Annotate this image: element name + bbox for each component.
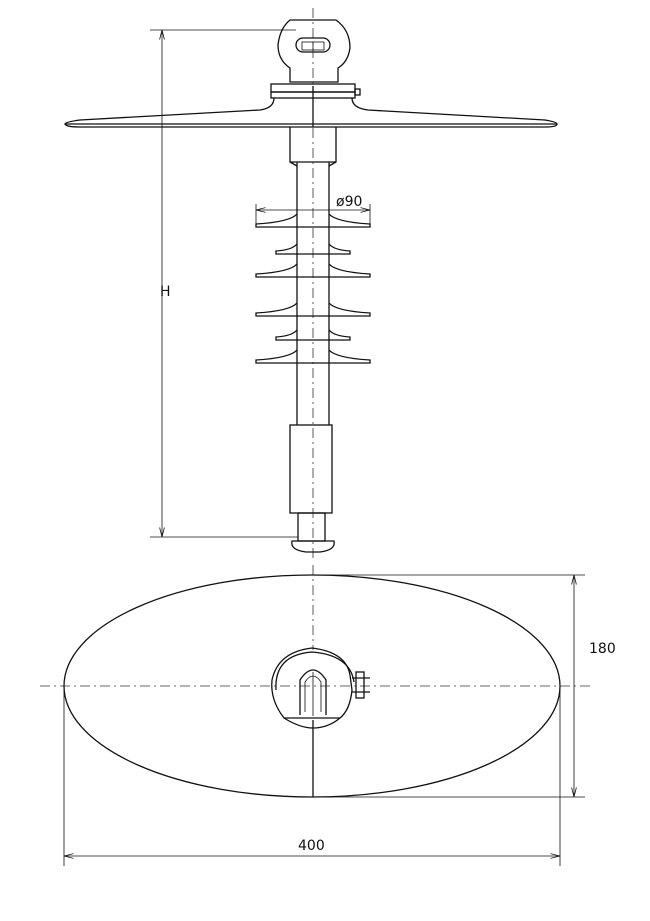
height-label: H [160, 284, 171, 300]
bolt [355, 671, 365, 699]
disc-top [64, 97, 558, 125]
shed-diameter-label: ø90 [336, 194, 363, 210]
eye-fitting [277, 19, 351, 83]
plate-width-label: 180 [589, 641, 616, 657]
clamp-body [271, 647, 353, 719]
plate-top-view [40, 565, 590, 866]
insulator-side-view [64, 8, 558, 560]
sheds [255, 213, 371, 364]
plate-length-label: 400 [298, 838, 325, 854]
end-fitting [289, 424, 333, 514]
ball-end [291, 540, 335, 553]
